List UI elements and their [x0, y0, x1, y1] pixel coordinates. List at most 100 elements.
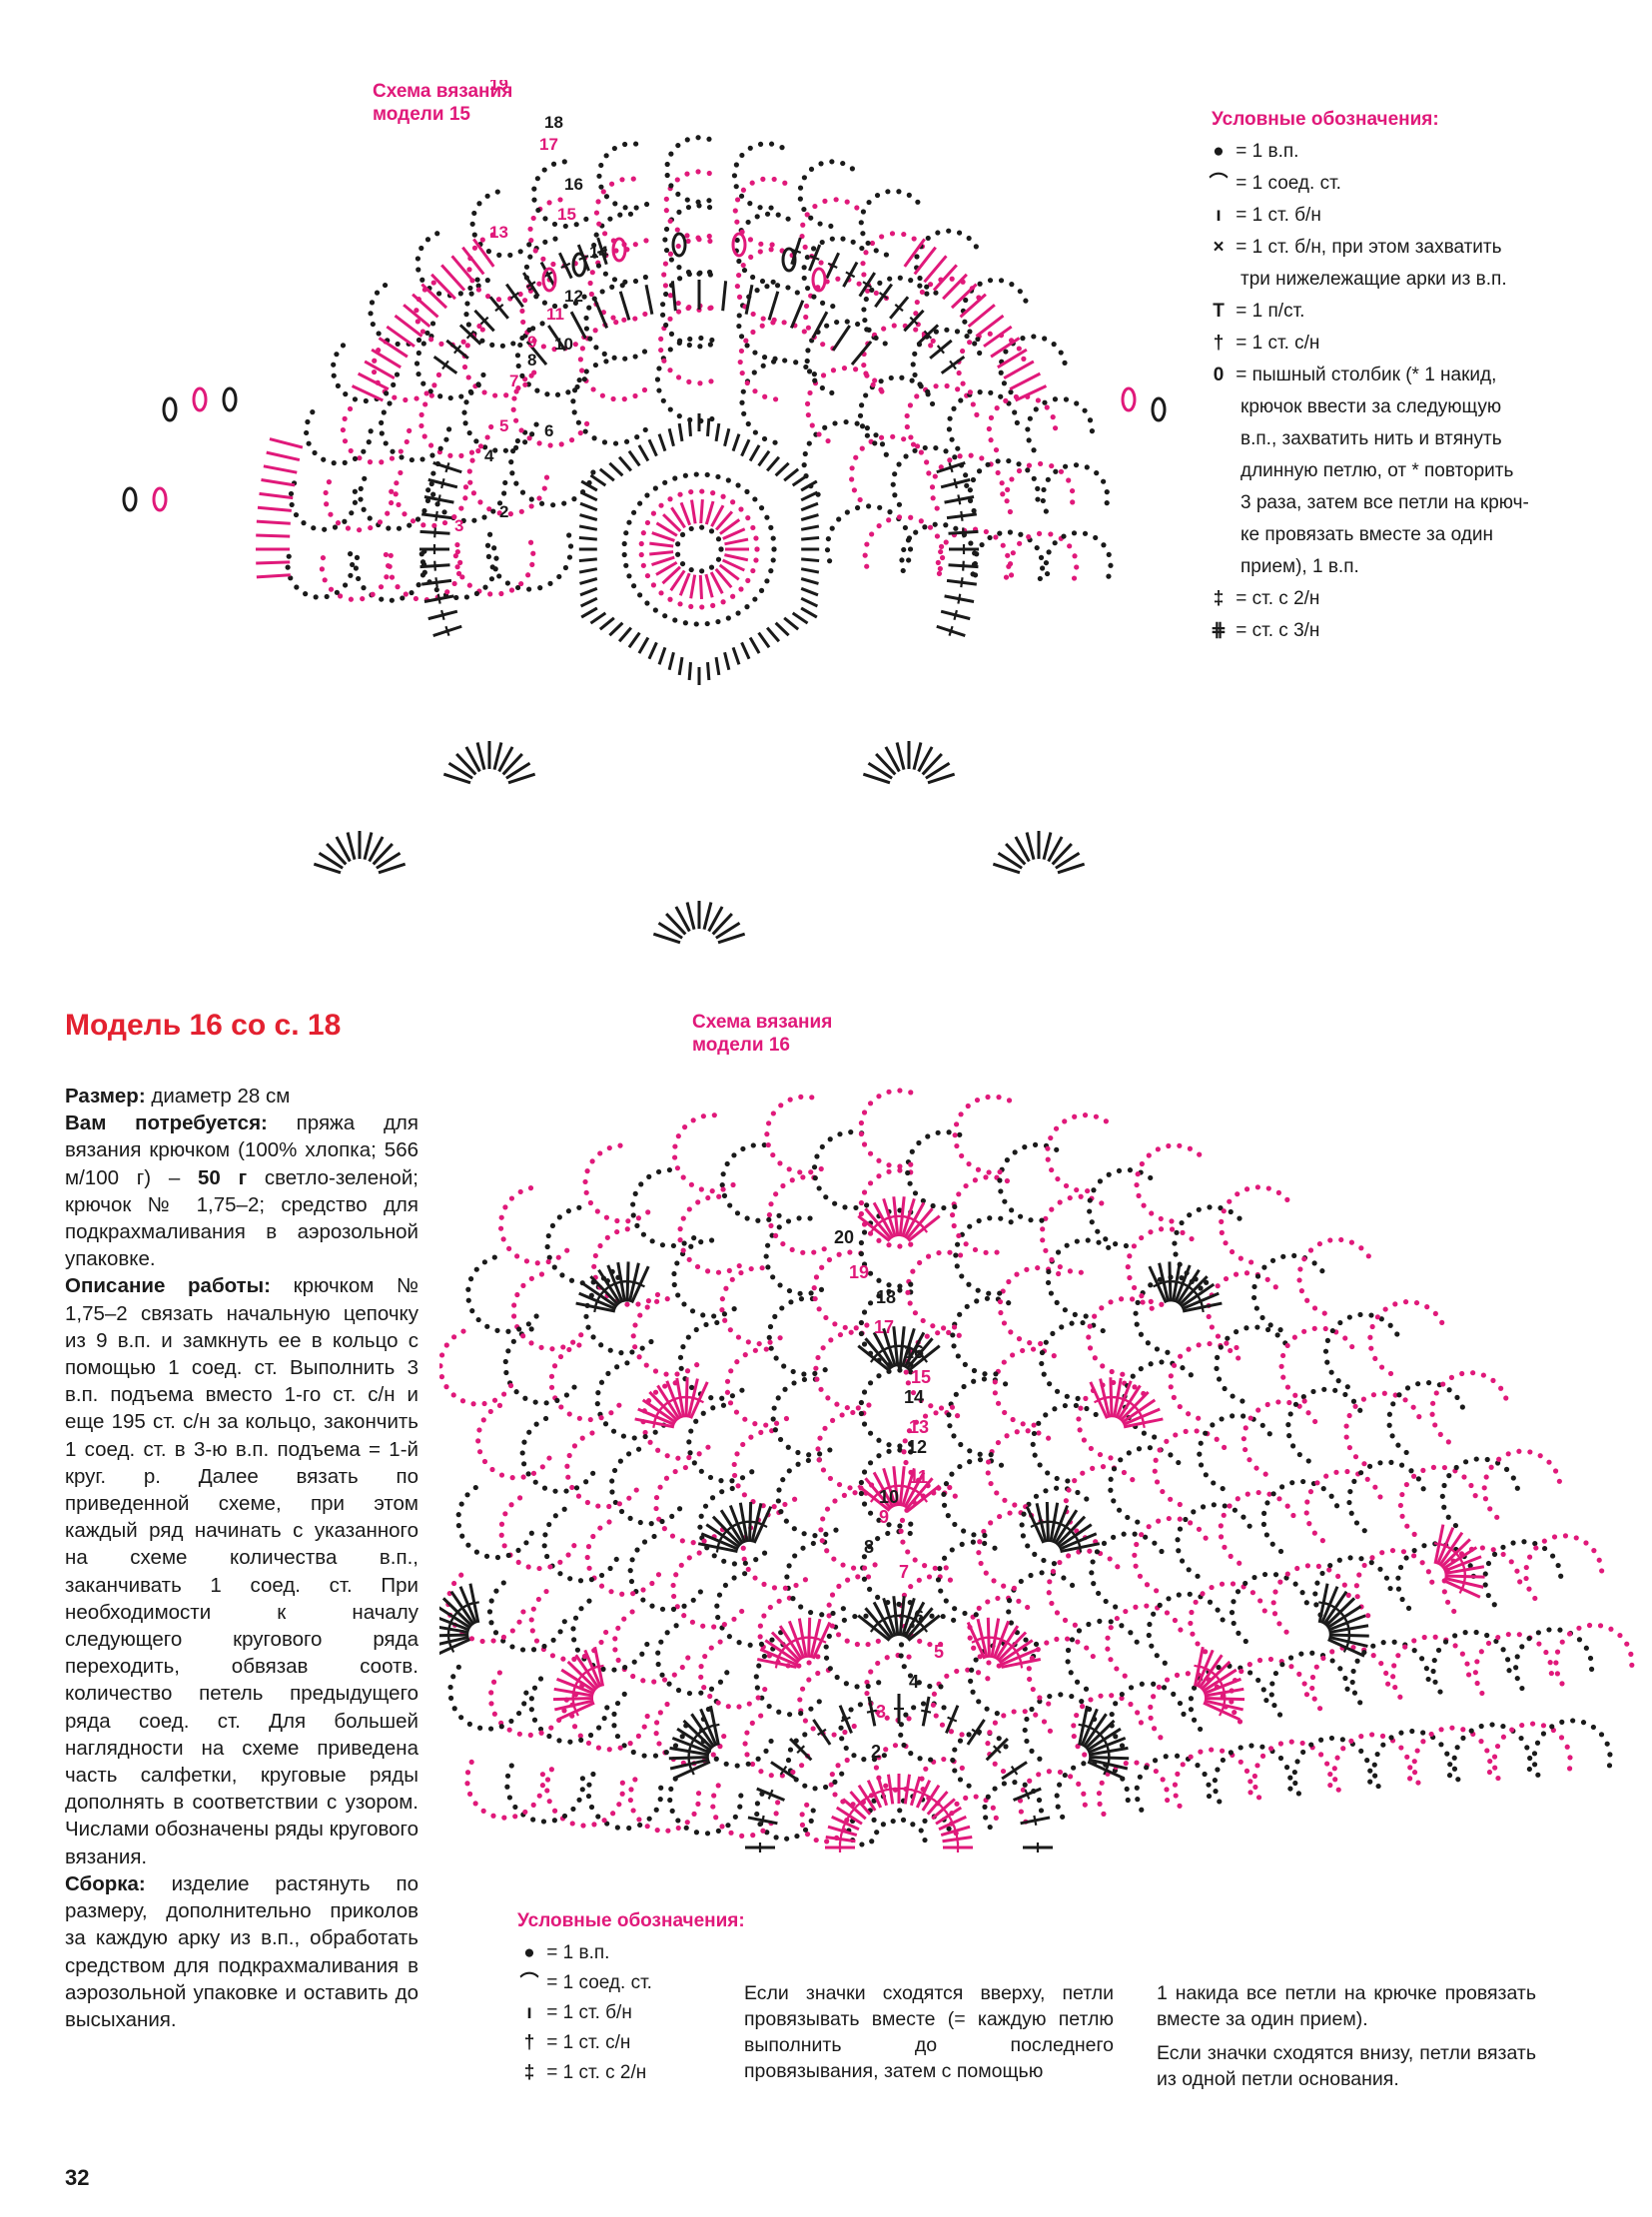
- chain-dot: [1188, 1372, 1194, 1378]
- chain-dot: [762, 1686, 768, 1693]
- chain-dot: [944, 1673, 950, 1679]
- chain-dot: [1256, 1657, 1263, 1664]
- chain-dot: [1037, 1756, 1043, 1762]
- chain-dot: [1220, 1757, 1227, 1764]
- chain-dot: [528, 238, 534, 244]
- stitch-crossbar: [862, 1794, 872, 1802]
- chain-dot: [1296, 1671, 1302, 1677]
- legend-16-row: ● = 1 в.п.: [517, 1941, 609, 1965]
- chain-dot: [596, 173, 602, 179]
- chain-dot: [1519, 1644, 1525, 1650]
- chain-dot: [768, 524, 774, 530]
- chain-dot: [1064, 1393, 1070, 1399]
- chain-dot: [915, 199, 921, 205]
- chain-dot: [992, 1720, 998, 1726]
- chain-dot: [801, 275, 807, 282]
- chain-dot: [925, 388, 931, 394]
- chain-dot: [708, 1686, 715, 1692]
- chain-dot: [1264, 1401, 1270, 1408]
- chain-dot: [550, 261, 556, 268]
- chain-dot: [794, 1833, 800, 1840]
- chain-dot: [1058, 1692, 1064, 1698]
- chain-dot: [1459, 1404, 1465, 1410]
- chain-dot: [957, 1777, 964, 1783]
- chain-dot: [663, 247, 670, 254]
- chain-dot: [960, 380, 966, 386]
- chain-dot: [1409, 1728, 1415, 1735]
- chain-dot: [844, 199, 850, 205]
- chain-dot: [604, 1234, 610, 1240]
- chain-dot: [763, 1422, 769, 1428]
- chain-dot: [1078, 1269, 1084, 1275]
- chain-dot: [591, 1263, 597, 1269]
- chain-dot: [803, 364, 809, 370]
- chain-dot: [1265, 1185, 1271, 1191]
- chain-dot: [481, 514, 487, 520]
- chain-dot: [991, 1578, 997, 1584]
- chain-dot: [654, 376, 661, 382]
- chain-dot: [1106, 573, 1112, 579]
- stitch-mark: [689, 574, 697, 599]
- chain-dot: [1357, 1311, 1363, 1318]
- chain-dot: [552, 1513, 558, 1519]
- chain-dot: [1448, 1374, 1455, 1380]
- chain-dot: [974, 411, 980, 417]
- chain-dot: [1344, 1686, 1350, 1692]
- stitch-mark: [598, 467, 615, 482]
- chain-dot: [730, 593, 736, 599]
- chain-dot: [1071, 1723, 1077, 1729]
- chain-dot: [581, 376, 587, 382]
- chain-dot: [578, 1737, 584, 1743]
- chain-dot: [370, 321, 376, 328]
- chain-dot: [1432, 1422, 1438, 1428]
- chain-dot: [523, 264, 530, 270]
- chain-dot: [997, 1168, 1003, 1175]
- chain-dot: [863, 1613, 869, 1619]
- chain-dot: [614, 1364, 620, 1370]
- chain-dot: [901, 1449, 907, 1455]
- chain-dot: [723, 1761, 729, 1767]
- stitch-mark: [724, 553, 749, 562]
- chain-dot: [1073, 1402, 1079, 1409]
- stitch-crossbar: [920, 1353, 929, 1363]
- chain-dot: [1526, 1766, 1532, 1773]
- chain-dot: [679, 560, 686, 567]
- chain-dot: [473, 1266, 479, 1272]
- chain-dot: [539, 1783, 545, 1789]
- puff-stitch: [122, 486, 138, 512]
- chain-dot: [1143, 1534, 1149, 1540]
- chain-dot: [487, 1726, 494, 1732]
- chain-dot: [818, 1386, 824, 1392]
- chain-dot: [1319, 1570, 1325, 1577]
- chain-dot: [1231, 1599, 1237, 1605]
- chain-dot: [1130, 1477, 1136, 1483]
- chain-dot: [1108, 1619, 1114, 1625]
- chain-dot: [1031, 334, 1037, 340]
- stitch-mark: [501, 752, 523, 776]
- chain-dot: [779, 145, 785, 151]
- stitch-mark: [724, 537, 749, 546]
- chain-dot: [323, 489, 329, 496]
- chain-dot: [1583, 1645, 1589, 1651]
- chain-dot: [1228, 1750, 1234, 1756]
- chain-dot: [849, 166, 855, 172]
- chain-dot: [629, 1349, 635, 1355]
- chain-dot: [550, 502, 556, 508]
- chain-dot: [1036, 1420, 1042, 1426]
- chain-dot: [982, 1540, 988, 1547]
- stitch-crossbar: [918, 1791, 929, 1798]
- chain-dot: [633, 141, 639, 147]
- chain-dot: [1414, 1748, 1420, 1754]
- chain-dot: [1169, 1226, 1176, 1232]
- chain-dot: [941, 1555, 948, 1561]
- chain-dot: [516, 1326, 522, 1332]
- chain-dot: [644, 1824, 650, 1830]
- stitch-mark: [313, 862, 342, 875]
- chain-dot: [1004, 1157, 1010, 1163]
- chain-dot: [731, 1575, 737, 1581]
- chain-dot: [804, 400, 811, 406]
- chain-dot: [1246, 1662, 1252, 1668]
- chain-dot: [583, 326, 589, 332]
- chain-dot: [1134, 1785, 1140, 1791]
- chain-dot: [781, 1363, 787, 1369]
